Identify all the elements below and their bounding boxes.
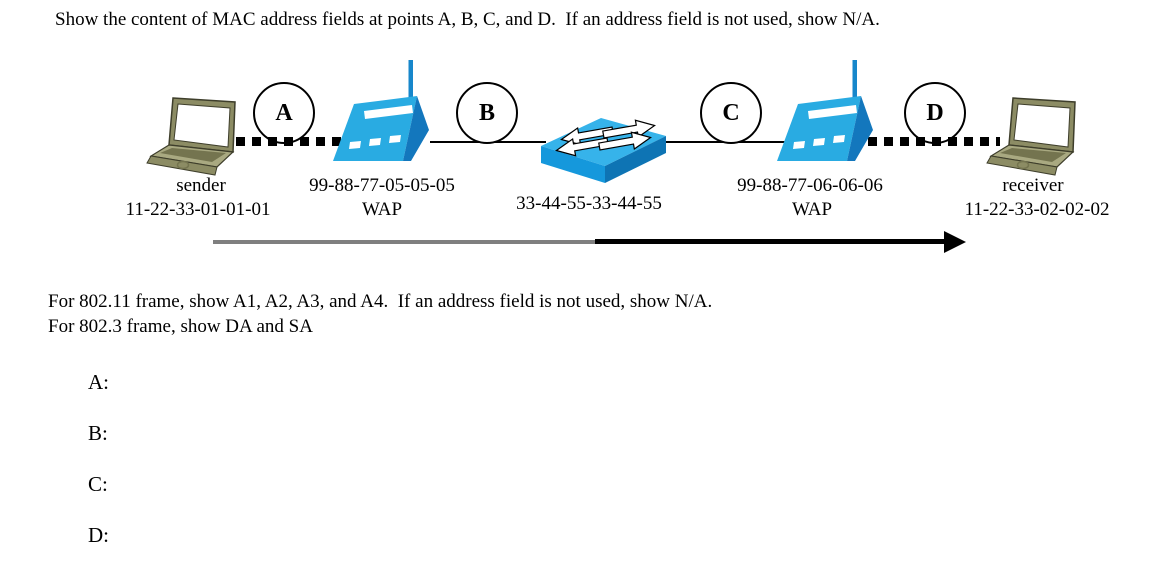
wap2-icon [777,60,873,161]
point-circle-a: A [253,82,315,144]
answer-prompt-b: B: [88,421,108,445]
answer-prompt-c: C: [88,472,108,496]
receiver-mac-label: 11-22-33-02-02-02 [964,199,1110,220]
answer-prompt-d: D: [88,523,109,547]
receiver-laptop-icon [986,97,1076,176]
switch-mac-label: 33-44-55-33-44-55 [516,193,662,214]
instruction-80211: For 802.11 frame, show A1, A2, A3, and A… [48,291,713,312]
answer-prompt-a: A: [88,370,109,394]
point-circle-d: D [904,82,966,144]
flow-arrow-line-left [213,240,597,244]
wap1-mac-label: 99-88-77-05-05-05 [309,175,455,196]
point-circle-b: B [456,82,518,144]
wap2-name-label: WAP [791,199,833,220]
sender-name-label: sender [176,175,226,196]
wap1-icon [333,60,429,161]
wap1-name-label: WAP [361,199,403,220]
point-c-label: C [722,99,740,126]
question-title: Show the content of MAC address fields a… [55,9,880,30]
point-b-label: B [478,99,495,126]
switch-icon [541,118,666,183]
wireless-link-wap2-receiver [868,137,1000,146]
instruction-8023: For 802.3 frame, show DA and SA [48,316,313,337]
flow-arrow-head-icon [944,231,966,253]
sender-laptop-icon [146,97,236,176]
point-a-label: A [275,99,293,126]
flow-arrow-line-right [595,239,946,244]
sender-mac-label: 11-22-33-01-01-01 [125,199,271,220]
receiver-name-label: receiver [1002,175,1064,196]
wap2-mac-label: 99-88-77-06-06-06 [737,175,883,196]
wireless-link-sender-wap1 [236,137,352,146]
point-circle-c: C [700,82,762,144]
point-d-label: D [926,99,944,126]
